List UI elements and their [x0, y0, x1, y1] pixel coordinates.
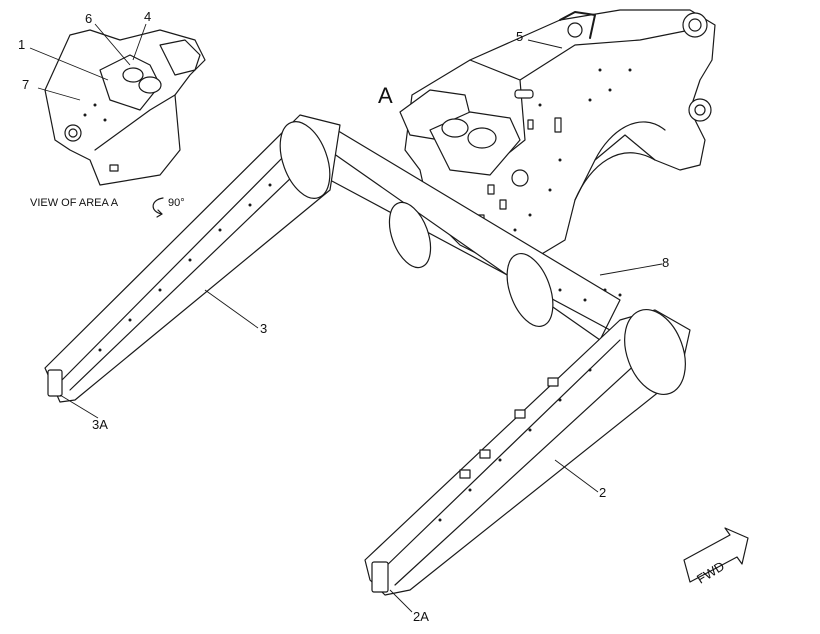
main-frame [399, 9, 716, 266]
inset-view-area-a [44, 29, 206, 186]
area-letter: A [378, 83, 393, 108]
callout-8: 8 [662, 255, 670, 270]
callout-2a: 2A [413, 609, 429, 624]
leader-lines [29, 23, 663, 613]
fwd-arrow-icon [683, 527, 749, 583]
callout-3: 3 [260, 321, 268, 336]
callout-6: 6 [85, 11, 93, 26]
callout-4: 4 [144, 9, 152, 24]
callout-1: 1 [18, 37, 26, 52]
right-arm [364, 308, 691, 596]
rotation-arrow-icon [152, 197, 164, 215]
rotation-arrowhead-icon [156, 209, 163, 218]
view-caption: VIEW OF AREA A [30, 197, 119, 209]
callout-2: 2 [599, 485, 607, 500]
callout-7: 7 [22, 77, 30, 92]
left-arm [44, 114, 341, 403]
callout-3a: 3A [92, 417, 108, 432]
rotation-label: 90° [168, 197, 185, 209]
callout-5: 5 [516, 29, 524, 44]
